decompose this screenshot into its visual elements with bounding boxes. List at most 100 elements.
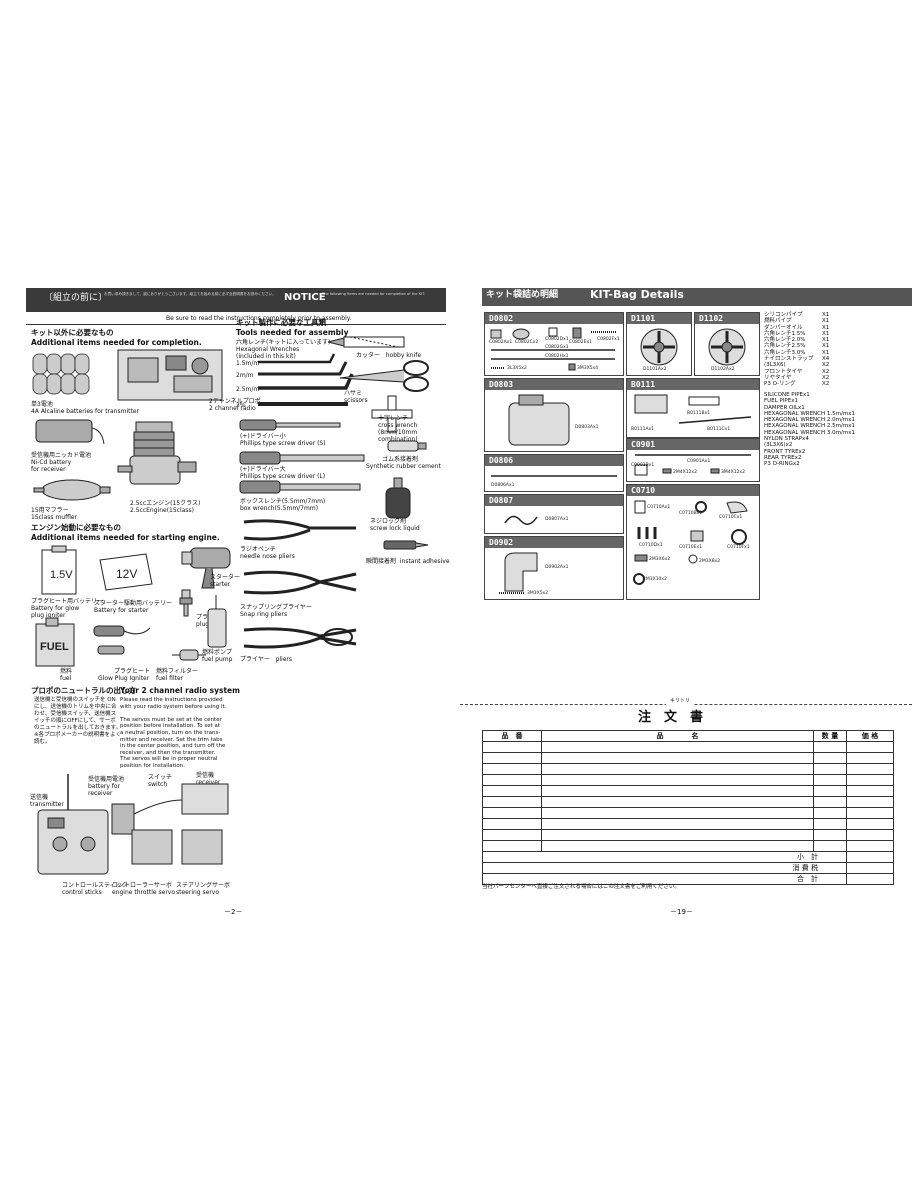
order-note: 当社パーツセンターへ直接ご注文される場合にはこの注文書をご利用ください。 xyxy=(482,884,680,890)
part-label: B0111Bx1 xyxy=(687,411,711,416)
part-label: C0710Fx1 xyxy=(727,545,750,550)
radio-label-en: 2 channel radio xyxy=(209,405,256,412)
muffler-label-jp: 15用マフラー xyxy=(31,507,69,514)
neutral-body-jp: 送信機と受信機のスイッチを ON にし、送信機のトリムを中央に合 わせ、受信機ス… xyxy=(34,697,121,746)
part-label: C0710Bx1 xyxy=(679,511,703,516)
bag-code: D0802 xyxy=(485,313,623,324)
part-label: C0802Cx2 xyxy=(515,340,539,345)
throttle-label-jp: コントローラーサーボ xyxy=(112,882,172,889)
table-row[interactable] xyxy=(482,785,894,797)
bag-d0802: D0802 C0802Ax1 C0802Cx2 C0802Dx1 C0802Ex… xyxy=(484,312,624,376)
adhesive-label: 瞬間接着剤 instant adhesive xyxy=(366,558,450,565)
tools-title-jp: キット製作に必要な工具類 xyxy=(236,318,326,327)
table-row[interactable] xyxy=(482,763,894,775)
knife-label: カッター hobby knife xyxy=(356,352,421,359)
bag-code: B0111 xyxy=(627,379,759,390)
cross-label-jp: 十字レンチ xyxy=(378,415,409,422)
radio-system-diagram xyxy=(37,774,229,875)
hex-label-jp: 六角レンチ(キットに入っています) xyxy=(236,339,331,346)
neutral-body-jp-line: イッチの順にOFFにして、サーボ xyxy=(34,718,116,724)
battery-label-jp: 単3電池 xyxy=(31,401,53,408)
body-clip-image xyxy=(504,515,538,525)
nicd-label-en1: Ni-Cd battery xyxy=(31,459,72,466)
list-item: 六角レンチ2.0%X1 xyxy=(764,337,830,344)
phl-label-en: Phillips type screw driver (L) xyxy=(240,473,326,480)
engine-image xyxy=(117,421,197,485)
table-row[interactable] xyxy=(482,840,894,852)
glow-batt-label-jp: プラグヒート用バッテリー xyxy=(31,598,104,605)
bag-b0111-parts xyxy=(634,394,752,424)
neutral-body-en-line: receiver, and then the transmitter. xyxy=(120,749,216,756)
starter-battery-voltage: 12V xyxy=(116,567,137,581)
throttle-label-en: engine throttle servo xyxy=(112,889,176,896)
bag-d0807: D0807 D0807Ax1 xyxy=(484,494,624,534)
additional-title-en: Additional items needed for completion. xyxy=(31,338,202,347)
engine-label-jp: 2.5ccエンジン(15クラス) xyxy=(130,500,201,507)
list-item: HEXAGONAL WRENCH 2.5m/mx1 xyxy=(764,423,855,430)
neutral-body-jp-line: のニュートラルを出しておきます。 xyxy=(34,725,122,731)
table-row[interactable] xyxy=(482,818,894,830)
table-row[interactable] xyxy=(482,796,894,808)
part-label: 3M3X5x2 xyxy=(527,591,549,596)
starting-title-en: Additional items needed for starting eng… xyxy=(31,533,220,542)
scissors-label-jp: ハサミ xyxy=(344,390,363,397)
kit-bag-title-jp: キット袋詰め明細 xyxy=(486,290,559,300)
filter-label-jp: 燃料フィルター xyxy=(156,668,198,675)
list-item: NYLON STRAPx4 xyxy=(764,436,809,443)
screwdriver-small-image xyxy=(239,419,341,431)
neutral-title-jp: プロポのニュートラルの出し方 xyxy=(31,686,136,695)
table-row[interactable] xyxy=(482,774,894,786)
switch-label-en: switch xyxy=(148,781,168,788)
snap-label-en: Snap ring pliers xyxy=(240,611,288,618)
part-label: C0802Fx1 xyxy=(597,337,620,342)
plug-label-en: plug xyxy=(196,621,210,628)
neutral-body-en-line xyxy=(120,710,226,717)
additional-title-jp: キット以外に必要なもの xyxy=(31,328,114,337)
order-title: 注 文 書 xyxy=(638,710,704,725)
muffler-label-en: 15class muffler xyxy=(31,514,78,521)
part-label: D1102Ax2 xyxy=(711,367,735,372)
hex-size-3: 3% xyxy=(236,402,246,409)
part-label: C0802Hx1 xyxy=(545,354,569,359)
part-label: D0806Ax1 xyxy=(491,483,515,488)
part-label: C0710Ex1 xyxy=(679,545,702,550)
screw-lock-bottle-image xyxy=(385,477,411,519)
radio-label-jp: 2チャンネルプロポ xyxy=(209,398,261,405)
table-row[interactable] xyxy=(482,741,894,753)
table-row[interactable] xyxy=(482,829,894,841)
subtotal-label: 小 計 xyxy=(482,851,847,863)
cement-label-jp: ゴム系接着剤 xyxy=(382,456,419,463)
fuel-label-jp: 燃料 xyxy=(60,668,73,675)
table-row[interactable] xyxy=(482,752,894,764)
notice-label: NOTICE xyxy=(284,292,326,303)
bag-code: D0803 xyxy=(485,379,623,390)
steer-label-en: steering servo xyxy=(176,889,220,896)
rx-label-en: receiver xyxy=(196,779,221,786)
table-row[interactable] xyxy=(482,807,894,819)
pliers-label: プライヤー pliers xyxy=(240,656,292,663)
list-item: DAMPER OILx1 xyxy=(764,404,805,411)
col-qty: 数 量 xyxy=(813,730,847,742)
hex-label-en2: (included in this kit) xyxy=(236,353,296,360)
knife-label-jp: カッター xyxy=(356,352,381,359)
wheel-image xyxy=(640,328,678,366)
hex-label-en1: Hexagonal Wrenches xyxy=(236,346,300,353)
lock-label-en: screw lock liquid xyxy=(370,525,420,532)
neutral-body-en: Please read the instructions provided wi… xyxy=(120,697,226,770)
glow-battery-voltage: 1.5V xyxy=(50,569,73,581)
sticks-label-en: control sticks xyxy=(62,889,102,896)
bag-d1101: D1101 D1101Ax2 xyxy=(626,312,692,376)
list-item: 六角レンチ2.5%X1 xyxy=(764,343,830,350)
needle-label-jp: ラジオペンチ xyxy=(240,546,276,553)
bag-c0901-parts xyxy=(634,454,751,476)
notice-header: 〔組立の前に〕 お買い求め頂きまして、誠にありがとうございます。組立てを始める前… xyxy=(26,288,446,312)
part-label: C0802Gx1 xyxy=(545,345,569,350)
bag-c0710: C0710 C0710Ax1 C0710Bx1 C0710Cx1 C0710Dx… xyxy=(626,484,760,600)
bag-d0802-parts xyxy=(490,327,617,371)
fuel-can-label: FUEL xyxy=(40,641,69,653)
neutral-body-en-line: in the center position, and turn off the xyxy=(120,743,226,750)
